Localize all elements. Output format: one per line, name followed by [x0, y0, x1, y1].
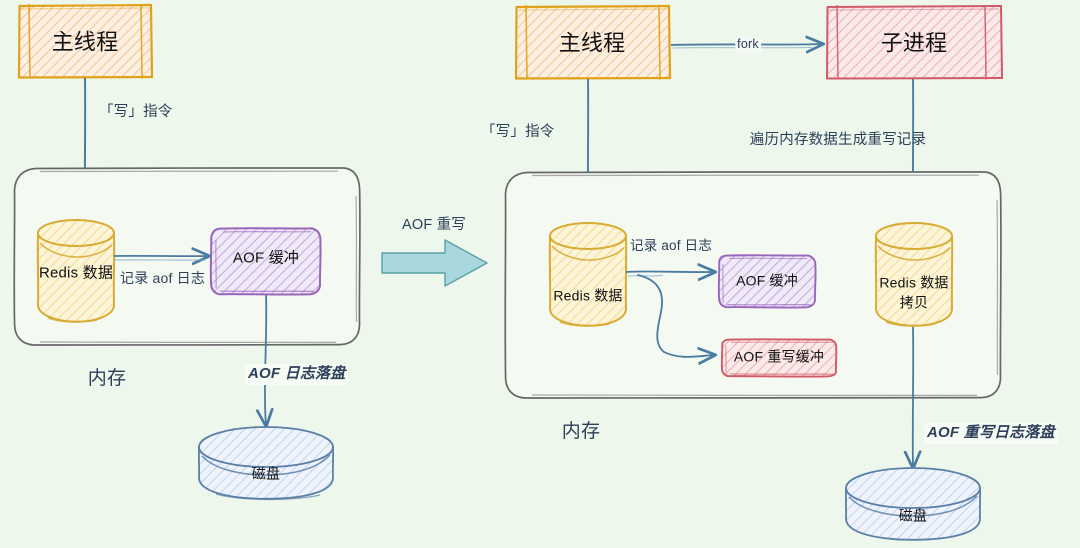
traverse-label: 遍历内存数据生成重写记录 — [749, 131, 927, 148]
right-record-aof-arrow — [625, 271, 714, 276]
right-aof-buffer-label: AOF 缓冲 — [736, 272, 798, 289]
left-main-thread-label: 主线程 — [51, 29, 119, 55]
child-process-box — [826, 4, 1003, 80]
right-aof-buffer-box — [717, 254, 817, 309]
left-redis-data-cylinder — [36, 219, 116, 323]
aof-rewrite-buffer-label: AOF 重写缓冲 — [733, 348, 825, 365]
left-aof-flush-label: AOF 日志落盘 — [245, 364, 349, 385]
right-record-aof-label: 记录 aof 日志 — [630, 238, 713, 253]
right-memory-panel-label: 内存 — [561, 421, 601, 443]
child-process-label: 子进程 — [880, 30, 948, 56]
left-main-thread-box — [17, 3, 154, 79]
left-flush-arrow — [265, 294, 266, 425]
right-write-command-label: 「写」指令 — [481, 124, 555, 140]
left-record-aof-label: 记录 aof 日志 — [120, 270, 206, 286]
right-redis-data-label: Redis 数据 — [553, 287, 623, 304]
left-disk-label: 磁盘 — [251, 465, 281, 482]
aof-rewrite-buffer-box — [720, 338, 838, 378]
aof-rewrite-transition-label: AOF 重写 — [401, 216, 467, 233]
left-disk-cylinder — [197, 426, 335, 501]
left-aof-buffer-box — [209, 227, 322, 296]
left-redis-data-label: Redis 数据 — [38, 264, 114, 282]
right-main-thread-label: 主线程 — [558, 30, 626, 56]
right-main-thread-box — [514, 4, 672, 80]
left-memory-panel-label: 内存 — [87, 368, 127, 390]
right-disk-cylinder — [844, 467, 982, 541]
right-redis-data-cylinder — [548, 222, 628, 327]
right-disk-label: 磁盘 — [898, 507, 928, 524]
left-record-aof-arrow — [113, 256, 208, 260]
left-write-command-label: 「写」指令 — [99, 104, 173, 120]
right-rewrite-buffer-arrow — [637, 274, 714, 357]
aof-rewrite-block-arrow — [381, 239, 488, 287]
redis-data-copy-label-line2: 拷贝 — [899, 294, 929, 311]
redis-data-copy-label-line1: Redis 数据 — [879, 274, 949, 291]
aof-rewrite-flush-label: AOF 重写日志落盘 — [924, 423, 1058, 444]
fork-label: fork — [735, 37, 761, 53]
redis-data-copy-cylinder — [874, 222, 954, 327]
left-aof-buffer-label: AOF 缓冲 — [232, 249, 300, 267]
